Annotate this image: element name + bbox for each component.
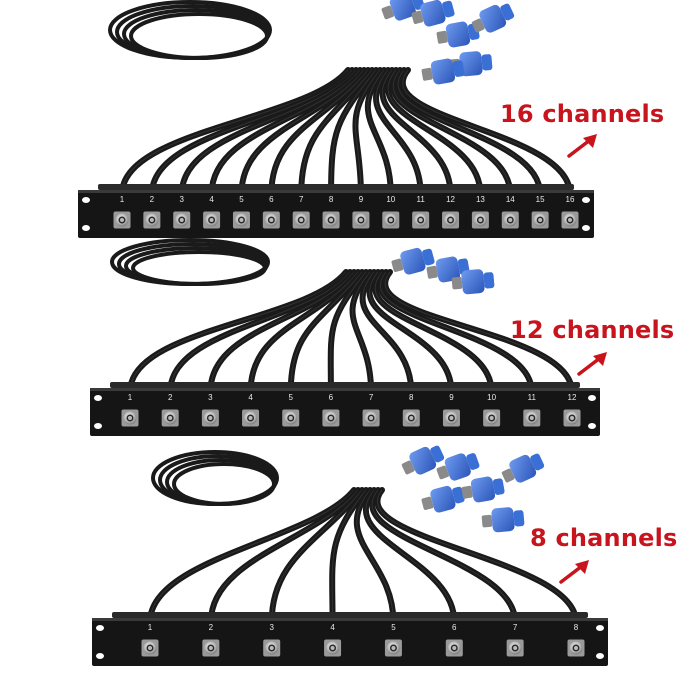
rack-hole: [82, 197, 90, 203]
arrow-8-icon: [559, 560, 589, 584]
rack-hole: [96, 625, 104, 631]
powercon-connector: [481, 507, 525, 533]
channel-number: 7: [369, 393, 374, 402]
panel-rail: [112, 612, 588, 618]
channel-number: 2: [209, 623, 214, 632]
panel-rail: [110, 382, 580, 388]
powercon-connector: [391, 247, 435, 275]
cable-coil: [131, 250, 267, 286]
powercon-connectors: [381, 0, 545, 533]
channel-number: 10: [487, 393, 496, 402]
channel-number: 13: [476, 195, 485, 204]
channel-number: 3: [208, 393, 213, 402]
powercon-connector: [451, 269, 495, 295]
rack-hole: [582, 197, 590, 203]
rack-hole: [82, 225, 90, 231]
channel-number: 1: [128, 393, 133, 402]
channel-number: 2: [150, 195, 155, 204]
channel-number: 4: [330, 623, 335, 632]
channel-number: 4: [248, 393, 253, 402]
cable-bundle: [108, 0, 579, 625]
rack-hole: [596, 653, 604, 659]
channel-number: 3: [269, 623, 274, 632]
rack-hole: [94, 395, 102, 401]
channel-number: 2: [168, 393, 173, 402]
channel-number: 5: [391, 623, 396, 632]
powercon-connector: [436, 21, 480, 48]
channel-number: 12: [446, 195, 455, 204]
powercon-connector: [421, 58, 465, 85]
channel-number: 12: [568, 393, 577, 402]
channel-number: 1: [120, 195, 125, 204]
rack-hole: [94, 423, 102, 429]
channel-number: 16: [566, 195, 575, 204]
arrow-12-icon: [577, 352, 607, 376]
channel-number: 9: [359, 195, 364, 204]
panel-8: 1 2 3 4 5 6 7 8: [92, 618, 608, 666]
channel-number: 6: [329, 393, 334, 402]
rack-hole: [96, 653, 104, 659]
rack-hole: [596, 625, 604, 631]
channel-number: 10: [386, 195, 395, 204]
rack-hole: [588, 395, 596, 401]
label-8-channels: 8 channels: [530, 524, 678, 552]
powercon-connector: [436, 453, 480, 481]
powercon-connector: [401, 445, 445, 475]
channel-number: 1: [148, 623, 153, 632]
channel-number: 8: [409, 393, 414, 402]
channel-number: 6: [269, 195, 274, 204]
panel-rail: [98, 184, 574, 190]
rack-hole: [582, 225, 590, 231]
cable-coil: [129, 12, 269, 60]
channel-number: 6: [452, 623, 457, 632]
channel-number: 5: [239, 195, 244, 204]
channel-number: 11: [528, 393, 537, 402]
channel-number: 15: [536, 195, 545, 204]
label-16-channels: 16 channels: [500, 100, 665, 128]
channel-number: 7: [299, 195, 304, 204]
arrow-16-icon: [567, 134, 597, 158]
powercon-connector: [411, 0, 455, 27]
powercon-connector: [471, 3, 515, 33]
channel-number: 7: [513, 623, 518, 632]
channel-number: 9: [449, 393, 454, 402]
channel-number: 8: [329, 195, 334, 204]
cable: [147, 487, 357, 625]
powercon-connector: [421, 485, 465, 513]
label-12-channels: 12 channels: [510, 316, 675, 344]
channel-number: 11: [417, 195, 426, 204]
channel-number: 8: [574, 623, 579, 632]
channel-number: 5: [289, 393, 294, 402]
powercon-connector: [426, 256, 470, 283]
channel-number: 14: [506, 195, 515, 204]
powercon-connector: [501, 453, 545, 483]
channel-number: 4: [209, 195, 214, 204]
powercon-connector: [461, 476, 505, 503]
channel-number: 3: [180, 195, 185, 204]
rack-hole: [588, 423, 596, 429]
cable-coil: [172, 462, 276, 506]
